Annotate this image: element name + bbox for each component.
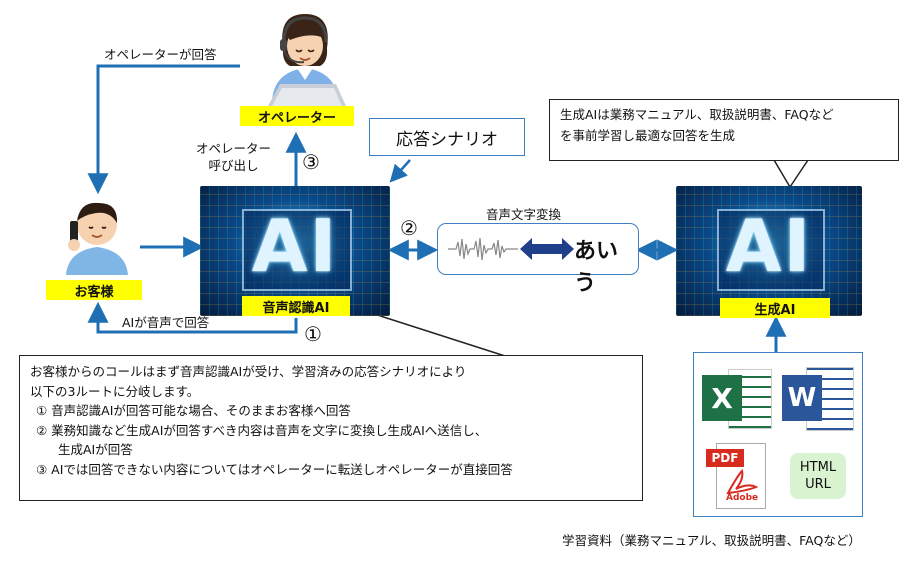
gen-ai-note-line1: 生成AIは業務マニュアル、取扱説明書、FAQなど [560,104,888,125]
excel-icon: X [702,363,772,433]
double-arrow-icon [520,236,574,262]
scenario-pointer [392,160,410,180]
ai-logo-text: AI [200,204,390,288]
main-note-line1: お客様からのコールはまず音声認識AIが受け、学習済みの応答シナリオにより [30,362,632,382]
gen-ai-note-line2: を事前学習し最適な回答を生成 [560,125,888,146]
speech-ai-label: 音声認識AI [242,296,350,316]
word-letter: W [782,375,822,421]
circle-3: ③ [302,150,320,174]
adobe-text: Adobe [726,493,758,503]
operator-answers-text: オペレーターが回答 [104,44,217,63]
pdf-icon: PDF Adobe [706,443,772,511]
operator-label: オペレーター [240,106,354,126]
gen-ai-note: 生成AIは業務マニュアル、取扱説明書、FAQなど を事前学習し最適な回答を生成 [549,99,899,161]
learning-materials-caption: 学習資料（業務マニュアル、取扱説明書、FAQなど） [562,530,861,549]
operator-call-text: オペレーター 呼び出し [196,140,271,174]
scenario-label: 応答シナリオ [396,125,498,150]
ai-voice-answer-text: AIが音声で回答 [122,312,209,331]
main-note-route2b: 生成AIが回答 [30,440,632,460]
main-note-route2a: ② 業務知識など生成AIが回答すべき内容は音声を文字に変換し生成AIへ送信し、 [30,421,632,441]
excel-letter: X [702,375,742,421]
waveform-icon [448,236,518,262]
gen-ai-label: 生成AI [720,298,830,318]
genai-note-tail [774,160,808,187]
scenario-box: 応答シナリオ [369,118,525,156]
customer-illustration [52,195,142,275]
converted-text: あいう [574,233,638,297]
circle-2: ② [400,216,418,240]
learning-materials-box: X W PDF Adobe HTML URL [693,352,863,517]
customer-label: お客様 [46,280,142,300]
main-note-line2: 以下の3ルートに分岐します。 [30,382,632,402]
speech-to-text-label: 音声文字変換 [486,204,561,223]
gen-ai-image: AI [676,186,862,316]
circle-1: ① [304,322,322,346]
main-note-route1: ① 音声認識AIが回答可能な場合、そのままお客様へ回答 [30,401,632,421]
main-note-route3: ③ AIでは回答できない内容についてはオペレーターに転送しオペレーターが直接回答 [30,460,632,480]
laptop-icon [268,84,346,106]
pdf-badge: PDF [706,449,744,467]
operator-illustration [250,6,360,106]
html-url-text: HTML URL [800,459,836,493]
speech-to-text-box: あいう [437,223,639,275]
word-icon: W [782,363,856,433]
ai-logo-text: AI [676,204,862,288]
main-note-tail [364,312,505,356]
main-note: お客様からのコールはまず音声認識AIが受け、学習済みの応答シナリオにより 以下の… [19,355,643,501]
html-url-icon: HTML URL [790,453,846,499]
